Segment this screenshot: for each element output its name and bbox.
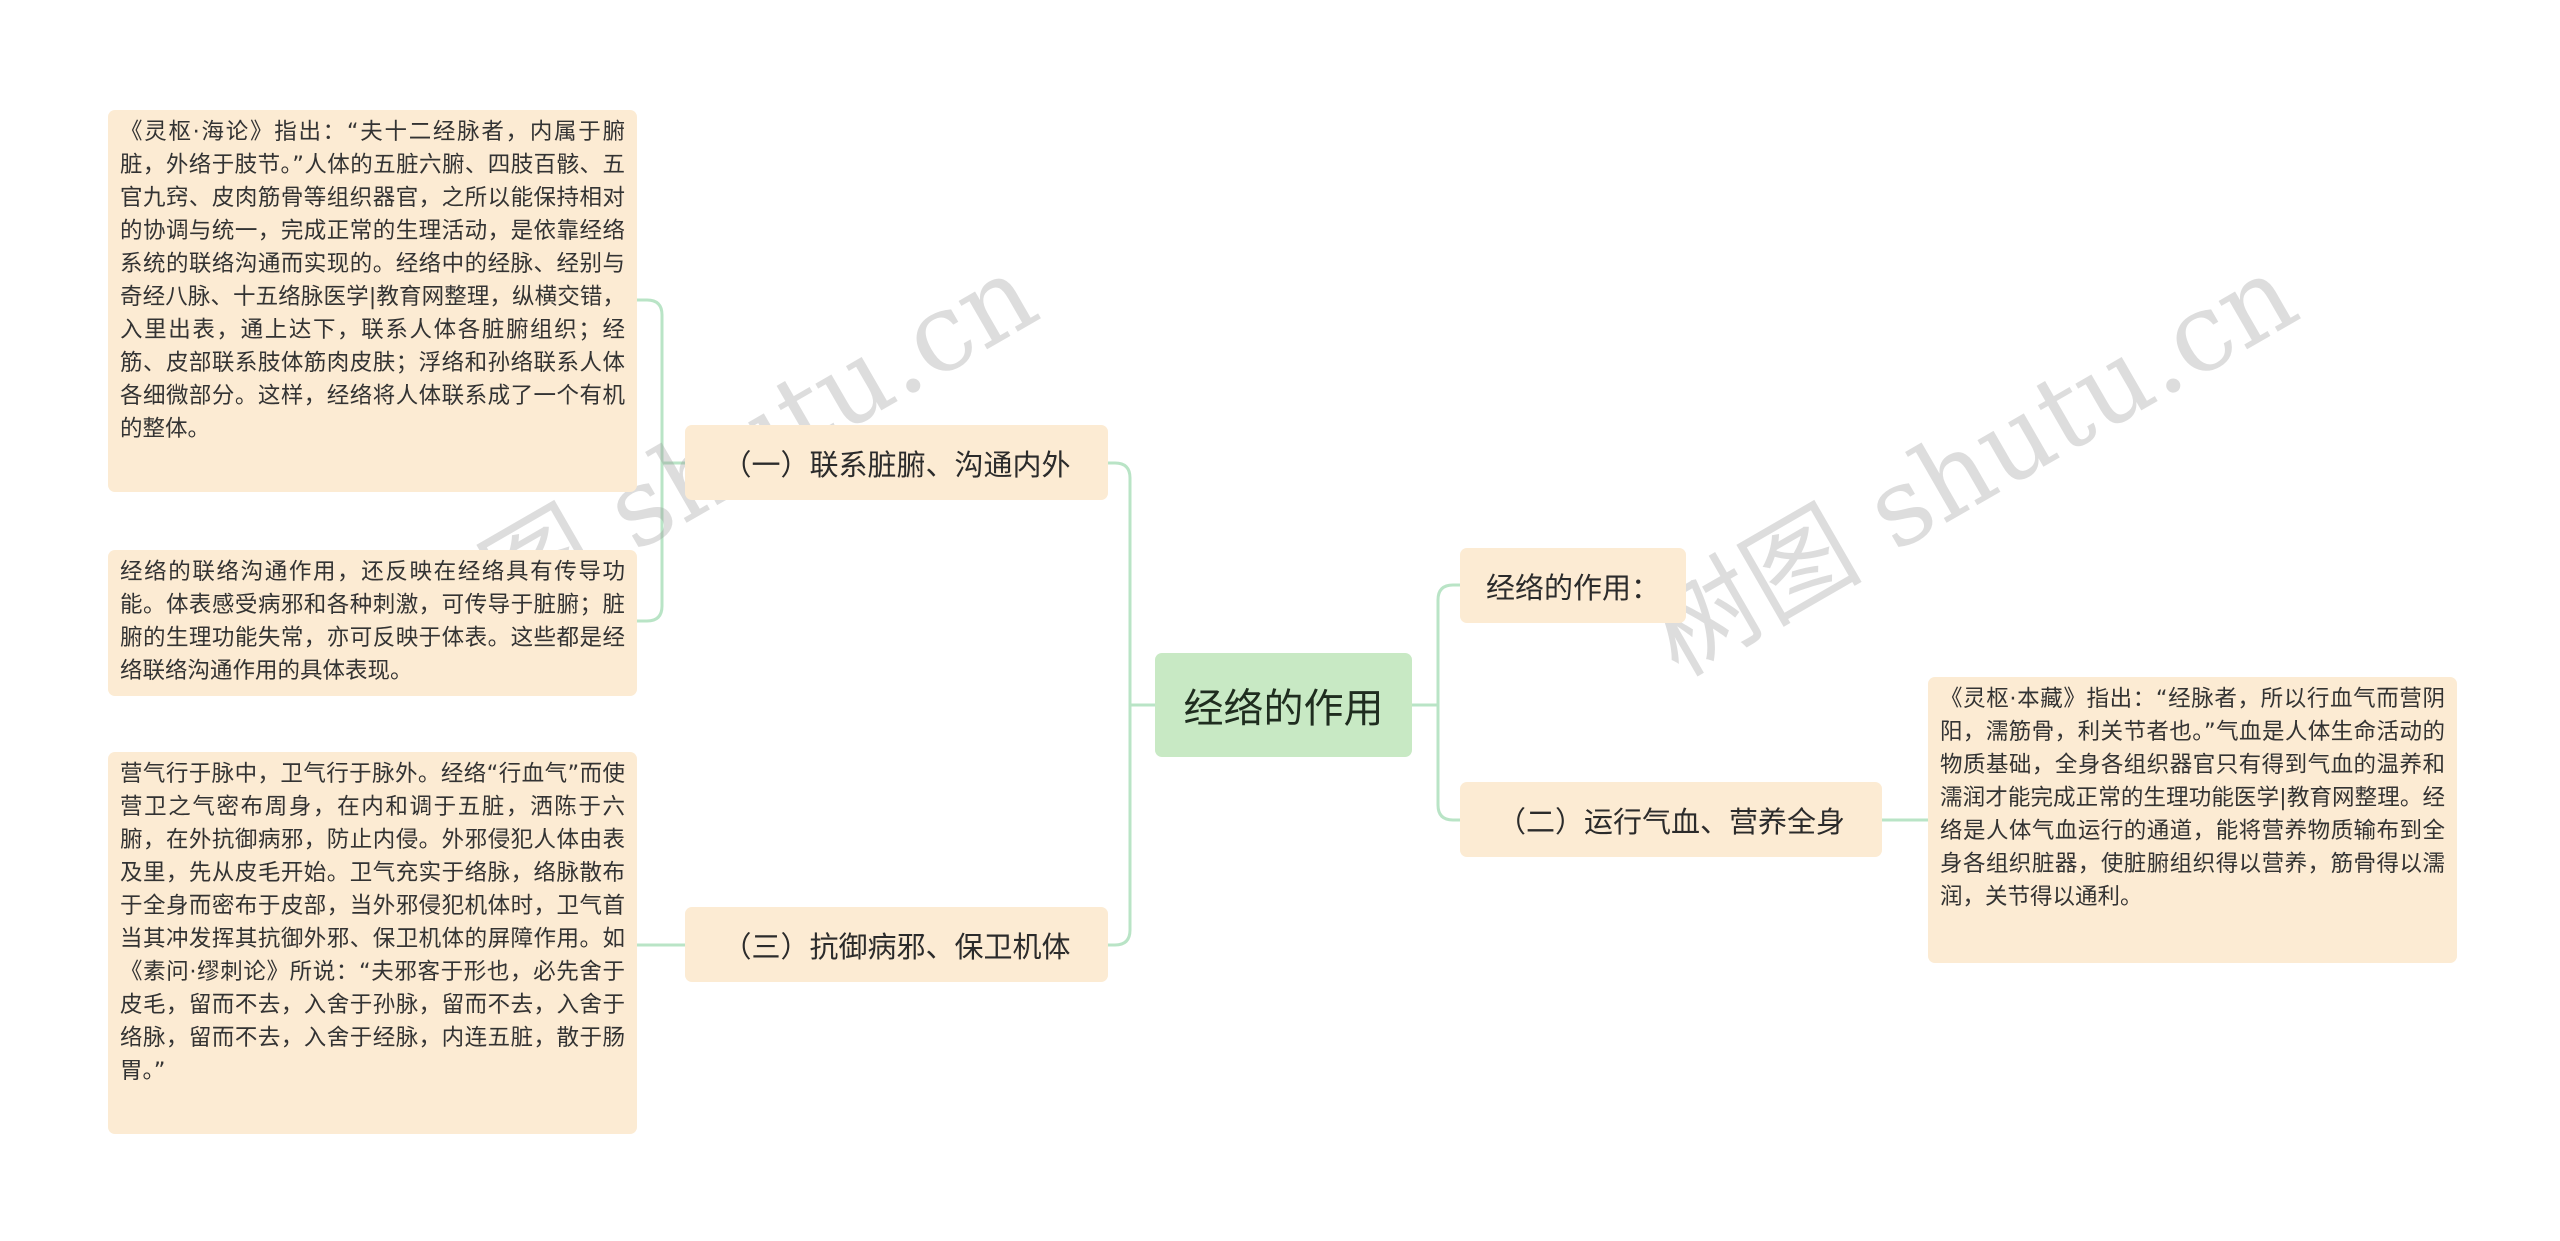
- branch-label: 经络的作用：: [1485, 570, 1660, 605]
- leaf-node-lingshu-hailun[interactable]: 《灵枢·海论》指出：“夫十二经脉者，内属于腑脏，外络于肢节。”人体的五脏六腑、四…: [108, 110, 637, 492]
- leaf-text: 《灵枢·本藏》指出：“经脉者，所以行血气而营阴阳，濡筋骨，利关节者也。”气血是人…: [1940, 686, 2445, 910]
- leaf-node-defense-qi[interactable]: 营气行于脉中，卫气行于脉外。经络“行血气”而使营卫之气密布周身，在内和调于五脏，…: [108, 752, 637, 1134]
- connector-root-b3: [1412, 583, 1460, 707]
- branch-label: （一）联系脏腑、沟通内外: [722, 447, 1071, 482]
- leaf-text: 营气行于脉中，卫气行于脉外。经络“行血气”而使营卫之气密布周身，在内和调于五脏，…: [120, 761, 625, 1084]
- root-label: 经络的作用: [1183, 686, 1384, 732]
- connector-root-b2: [1108, 703, 1155, 947]
- connector-root-b4: [1412, 703, 1460, 822]
- leaf-text: 《灵枢·海论》指出：“夫十二经脉者，内属于腑脏，外络于肢节。”人体的五脏六腑、四…: [120, 119, 625, 442]
- connector-b1-l2: [637, 461, 685, 623]
- branch-node-defend-body[interactable]: （三）抗御病邪、保卫机体: [685, 907, 1108, 982]
- connector-b1-l1: [637, 298, 685, 465]
- root-node[interactable]: 经络的作用: [1155, 653, 1412, 757]
- branch-node-circulate-qi-blood[interactable]: （二）运行气血、营养全身: [1460, 782, 1882, 857]
- branch-node-function-heading[interactable]: 经络的作用：: [1460, 548, 1686, 623]
- connector-root-b1: [1108, 461, 1155, 707]
- leaf-node-conduction-function[interactable]: 经络的联络沟通作用，还反映在经络具有传导功能。体表感受病邪和各种刺激，可传导于脏…: [108, 550, 637, 696]
- leaf-text: 经络的联络沟通作用，还反映在经络具有传导功能。体表感受病邪和各种刺激，可传导于脏…: [120, 559, 625, 684]
- branch-label: （三）抗御病邪、保卫机体: [722, 929, 1071, 964]
- leaf-node-lingshu-benzang[interactable]: 《灵枢·本藏》指出：“经脉者，所以行血气而营阴阳，濡筋骨，利关节者也。”气血是人…: [1928, 677, 2457, 963]
- branch-node-connect-organs[interactable]: （一）联系脏腑、沟通内外: [685, 425, 1108, 500]
- branch-label: （二）运行气血、营养全身: [1496, 804, 1845, 839]
